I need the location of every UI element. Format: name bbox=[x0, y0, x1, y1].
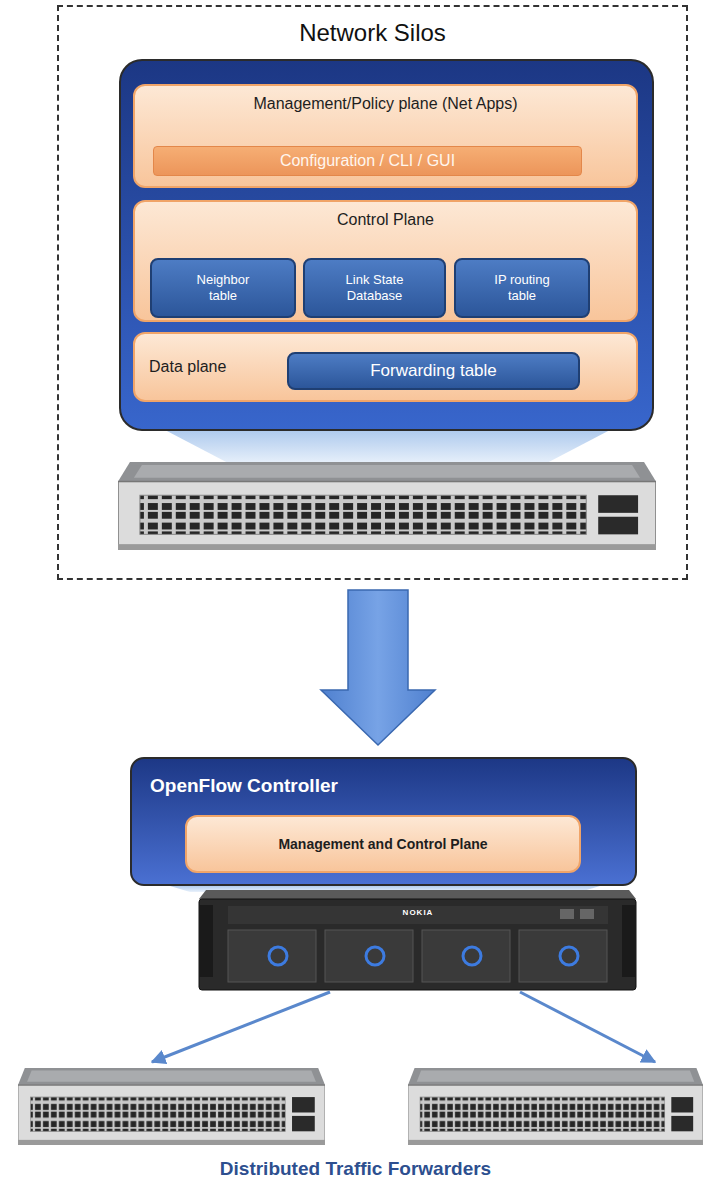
switch-image bbox=[408, 1068, 703, 1145]
switch-image bbox=[18, 1068, 325, 1145]
server-image bbox=[199, 890, 636, 990]
box-label: Forwarding table bbox=[370, 361, 497, 381]
table-box: Link State Database bbox=[303, 258, 446, 318]
brand-logo-holder: NOKIA bbox=[392, 901, 444, 919]
plane-box: Management and Control Plane bbox=[185, 815, 581, 873]
plane-band: Data plane Forwarding table bbox=[133, 332, 638, 402]
table-box: Neighbor table bbox=[150, 258, 296, 318]
silo-panel bbox=[120, 60, 653, 464]
box-heading: Control Plane bbox=[337, 210, 434, 229]
distribution-arrow bbox=[152, 992, 330, 1062]
group-caption-holder: Distributed Traffic Forwarders bbox=[0, 1158, 711, 1181]
device-panel bbox=[120, 60, 653, 430]
config-bar: Configuration / CLI / GUI bbox=[153, 146, 582, 176]
box-heading: Data plane bbox=[149, 357, 226, 376]
box-label: Neighbor table bbox=[183, 272, 263, 303]
brand-logo: NOKIA bbox=[403, 908, 434, 918]
box-heading: Network Silos bbox=[299, 19, 446, 48]
box-label: Link State Database bbox=[335, 272, 415, 303]
switch-image bbox=[118, 462, 656, 550]
plane-band: Management/Policy plane (Net Apps) Config… bbox=[133, 84, 638, 188]
table-box: Forwarding table bbox=[287, 352, 580, 390]
box-label: IP routing table bbox=[482, 272, 562, 303]
box-label: Management and Control Plane bbox=[278, 836, 487, 853]
silo-boundary: Network SilosManagement/Policy plane (Ne… bbox=[57, 5, 688, 580]
box-heading: Management/Policy plane (Net Apps) bbox=[253, 94, 517, 113]
group-caption: Distributed Traffic Forwarders bbox=[220, 1158, 491, 1181]
box-label: Configuration / CLI / GUI bbox=[280, 151, 455, 170]
flow-arrow bbox=[321, 590, 435, 745]
distribution-arrow bbox=[520, 992, 655, 1062]
controller-box: OpenFlow ControllerManagement and Contro… bbox=[130, 757, 637, 886]
box-heading: OpenFlow Controller bbox=[150, 775, 338, 798]
plane-band: Control PlaneNeighbor table Link State Da… bbox=[133, 200, 638, 322]
table-box: IP routing table bbox=[454, 258, 590, 318]
panel-shadow bbox=[165, 430, 610, 464]
